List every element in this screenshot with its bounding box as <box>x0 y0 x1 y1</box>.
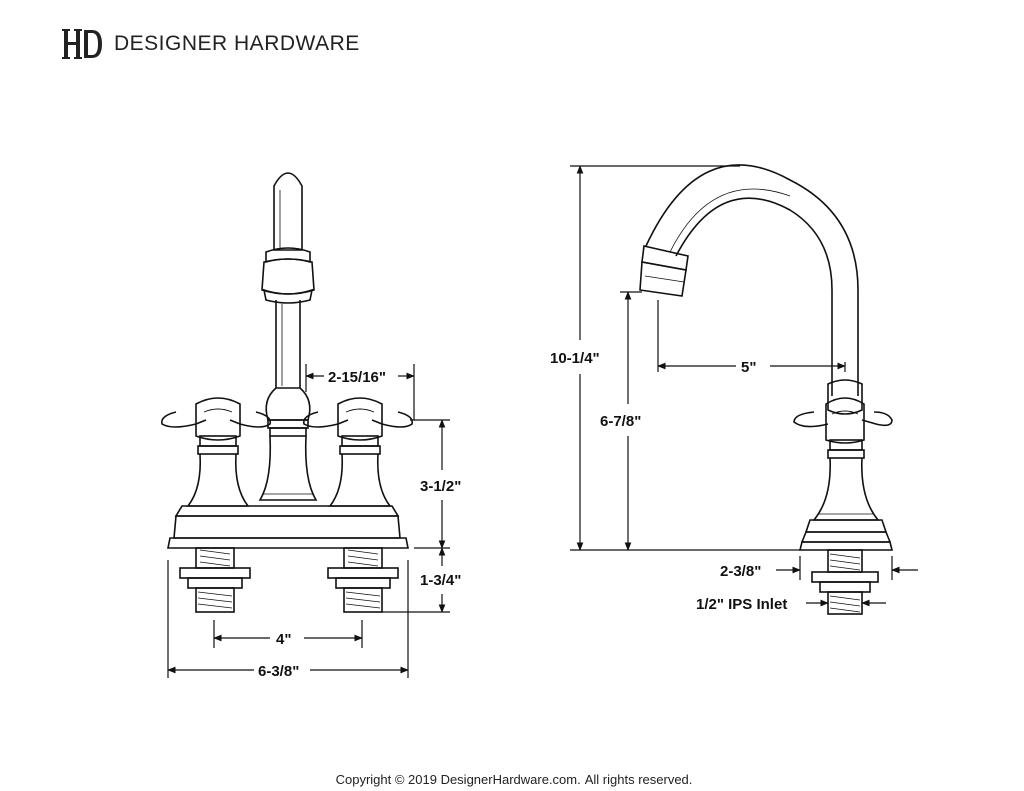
front-view-dimension-lines <box>167 364 450 678</box>
copyright-footer: Copyright © 2019 DesignerHardware.com.Al… <box>0 772 1024 787</box>
side-view-faucet <box>639 164 894 615</box>
front-view-faucet <box>160 172 414 613</box>
dim-handle-height: 3-1/2" <box>420 478 461 495</box>
dim-inlet: 1/2" IPS Inlet <box>696 596 787 613</box>
dim-overall-height: 10-1/4" <box>550 350 600 367</box>
rights-text: All rights reserved. <box>584 772 693 787</box>
side-view-dimension-lines <box>570 165 918 607</box>
dim-center-spread: 4" <box>276 631 291 648</box>
header: DESIGNER HARDWARE <box>62 26 360 62</box>
designer-hardware-logo-icon <box>62 29 102 59</box>
dim-spout-reach: 5" <box>741 359 756 376</box>
dim-spout-height: 6-7/8" <box>600 413 641 430</box>
dim-base-depth: 2-3/8" <box>720 563 761 580</box>
dim-base-width: 6-3/8" <box>258 663 299 680</box>
brand-name: DESIGNER HARDWARE <box>114 32 360 55</box>
dim-shank-length: 1-3/4" <box>420 572 461 589</box>
dim-handle-offset: 2-15/16" <box>328 369 386 386</box>
copyright-text: Copyright © 2019 DesignerHardware.com. <box>335 772 581 787</box>
